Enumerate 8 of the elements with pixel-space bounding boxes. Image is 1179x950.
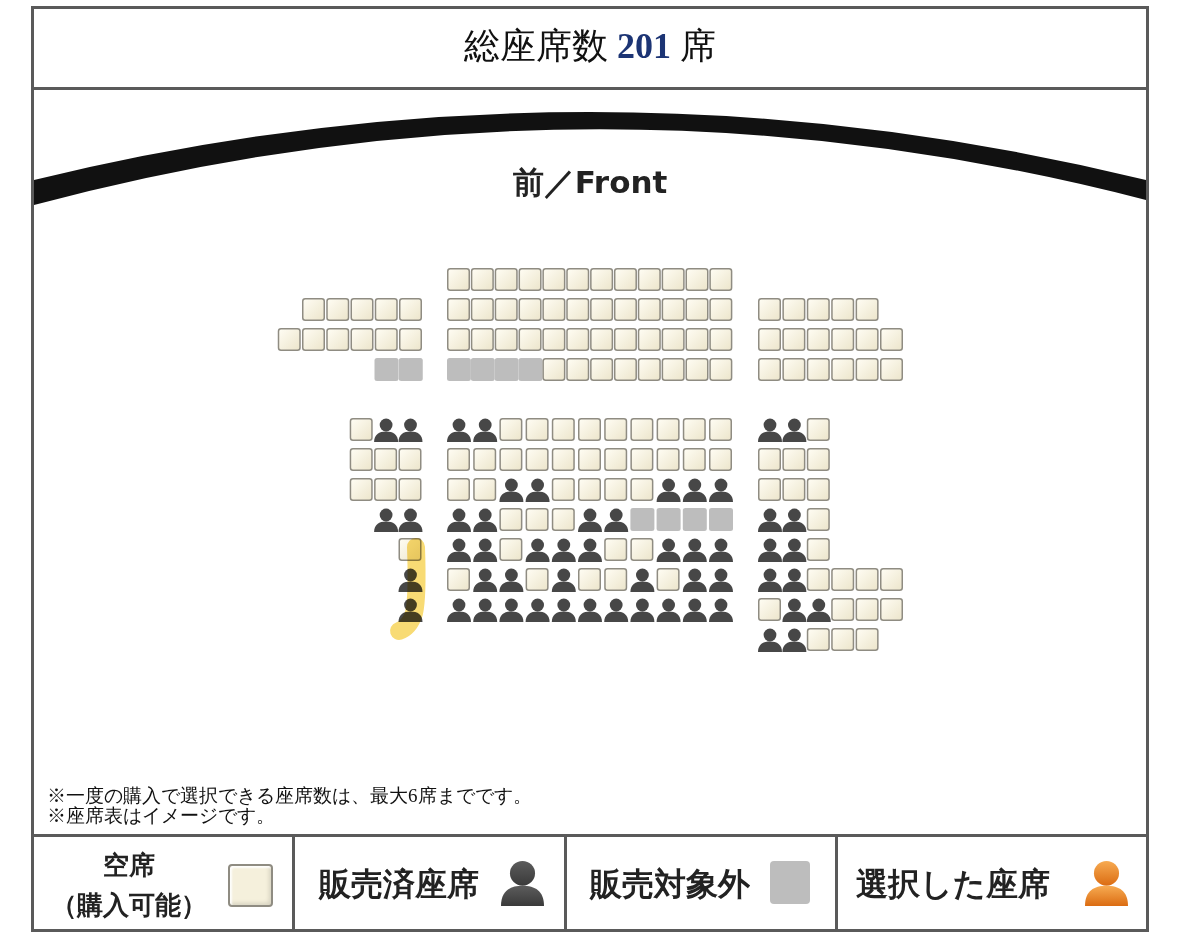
title: 総座席数 201 席 [464,25,716,67]
legend-text: 販売済座席 [319,864,479,904]
note-text: ※座席表はイメージです。 [47,806,275,826]
legend-text: 販売対象外 [590,864,750,904]
legend-text: 空席（購入可能） [51,849,207,922]
stage-label: 前／Front [512,163,668,201]
legend-text: 選択した座席 [856,864,1050,904]
note-text: ※一度の購入で選択できる座席数は、最大6席までです。 [47,786,532,806]
